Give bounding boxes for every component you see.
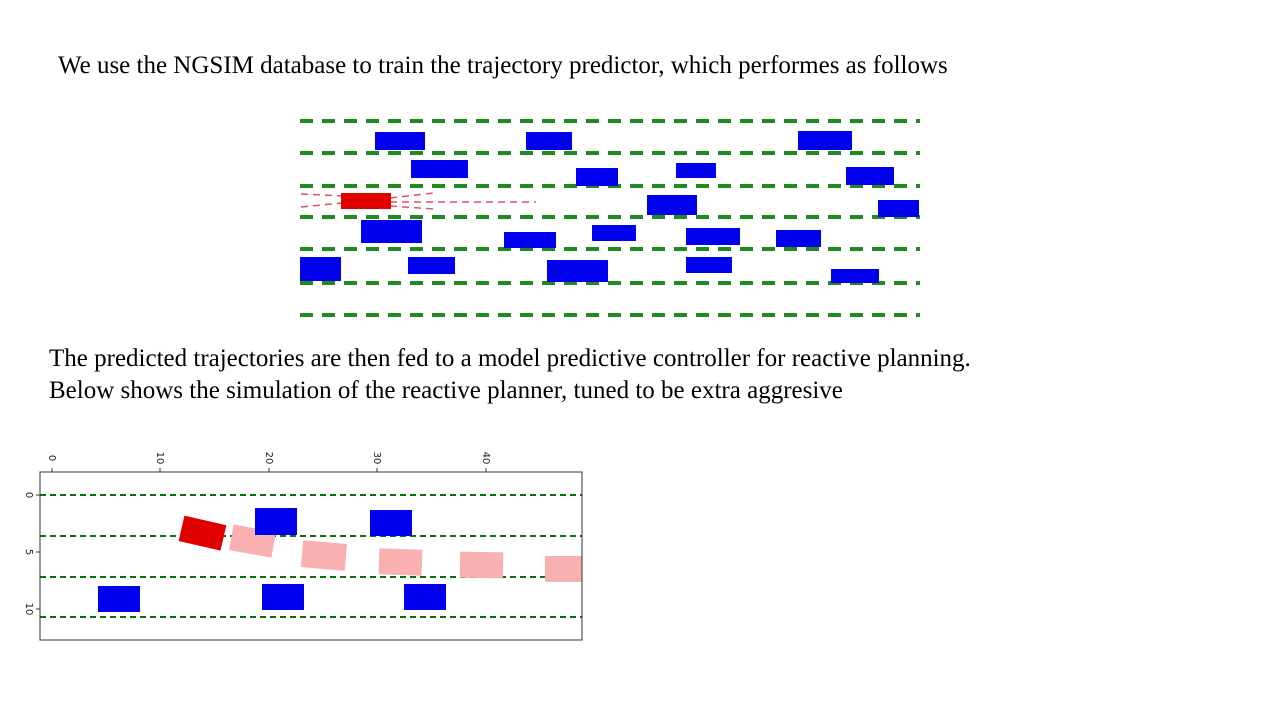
predicted-path (389, 192, 435, 199)
vehicle (846, 167, 894, 185)
planned-pose (378, 548, 423, 576)
vehicle (798, 131, 852, 150)
y-axis-ticks (36, 494, 40, 610)
ego-vehicle (341, 193, 391, 209)
vehicle (686, 257, 732, 273)
x-tick-label: 10 (154, 452, 165, 465)
vehicle (411, 160, 468, 178)
y-tick-label: 0 (23, 492, 34, 498)
x-tick-label: 30 (371, 452, 382, 465)
vehicle (592, 225, 636, 241)
caption-planner: The predicted trajectories are then fed … (49, 343, 971, 407)
planned-ghost-poses (229, 524, 582, 582)
vehicles (98, 508, 446, 612)
vehicles (300, 131, 919, 283)
x-axis-ticks (51, 468, 487, 472)
caption-planner-line2: Below shows the simulation of the reacti… (49, 377, 843, 404)
vehicle (375, 132, 425, 150)
reactive-planner-simulation-figure: 0 10 20 30 40 0 5 10 (23, 452, 583, 641)
vehicle (526, 132, 572, 150)
lane-lines (300, 119, 920, 317)
vehicle (576, 168, 618, 186)
y-tick-label: 5 (23, 549, 34, 555)
x-axis-tick-labels: 0 10 20 30 40 (46, 452, 491, 465)
vehicle (404, 584, 446, 610)
vehicle (98, 586, 140, 612)
vehicle (361, 220, 422, 243)
x-tick-label: 20 (263, 452, 274, 465)
vehicle (776, 230, 821, 247)
vehicle (408, 257, 455, 274)
vehicle (676, 163, 716, 178)
vehicle (686, 228, 740, 245)
vehicle (300, 257, 341, 281)
trajectory-prediction-figure (300, 119, 920, 317)
ego-vehicle (178, 515, 227, 551)
plot-frame (39, 471, 583, 641)
vehicle (878, 200, 919, 217)
vehicle (370, 510, 412, 536)
predicted-path (300, 193, 343, 197)
x-tick-label: 0 (46, 455, 57, 461)
predicted-path (300, 202, 343, 208)
y-tick-label: 10 (23, 603, 34, 616)
caption-planner-line1: The predicted trajectories are then fed … (49, 345, 971, 372)
vehicle (504, 232, 556, 248)
predicted-trajectories (300, 192, 536, 210)
vehicle (262, 584, 304, 610)
vehicle (647, 195, 697, 215)
vehicle (255, 508, 297, 535)
planned-pose (300, 540, 348, 571)
vehicle (547, 260, 608, 282)
planned-pose (545, 556, 582, 582)
predicted-path (389, 205, 435, 210)
planned-pose (459, 551, 504, 579)
x-tick-label: 40 (480, 452, 491, 465)
caption-training: We use the NGSIM database to train the t… (58, 52, 948, 79)
y-axis-tick-labels: 0 5 10 (23, 492, 34, 616)
vehicle (831, 269, 879, 283)
